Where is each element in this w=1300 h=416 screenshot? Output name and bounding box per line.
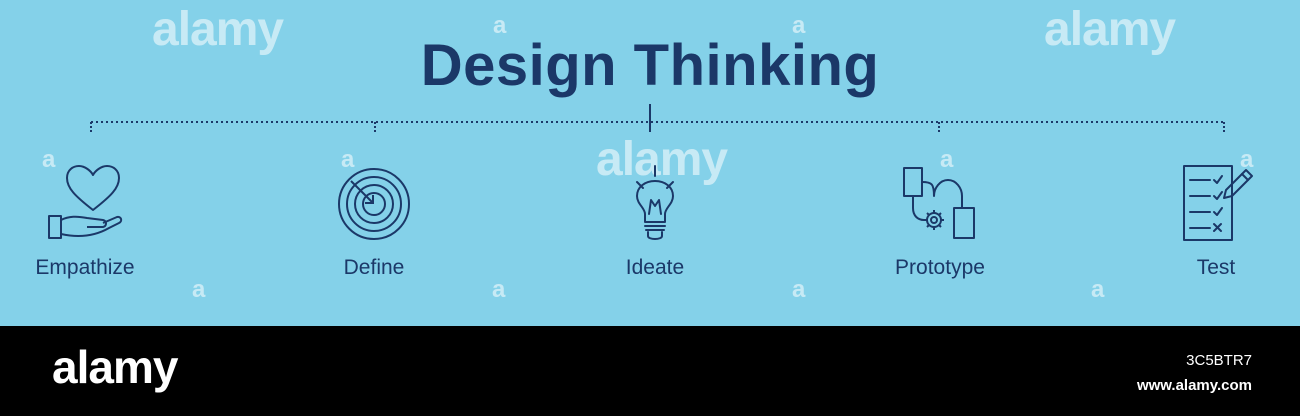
step-empathize: Empathize xyxy=(0,160,175,280)
watermark-letter: a xyxy=(940,146,953,173)
lightbulb-icon xyxy=(636,165,674,240)
watermark: alamy xyxy=(1044,3,1176,56)
target-icon xyxy=(338,168,410,240)
connector-line xyxy=(90,104,1225,134)
watermark-letter: a xyxy=(1240,146,1253,173)
step-prototype: Prototype xyxy=(850,160,1030,280)
watermark-letter: a xyxy=(493,12,506,39)
step-define: Define xyxy=(284,160,464,280)
watermark-letter: a xyxy=(42,146,55,173)
step-ideate: Ideate xyxy=(565,160,745,280)
diagram-panel: alamy alamy alamy a a a a a a a a a a De… xyxy=(0,0,1300,326)
step-label: Test xyxy=(1196,256,1236,279)
diagram-title: Design Thinking xyxy=(420,33,880,98)
step-label: Prototype xyxy=(895,256,985,279)
watermark-letter: a xyxy=(792,276,805,303)
step-label: Ideate xyxy=(625,256,685,279)
prototype-icon xyxy=(903,167,975,239)
heart-hand-icon xyxy=(48,165,123,239)
watermark-letter: a xyxy=(341,146,354,173)
footer-logo: alamy xyxy=(52,341,178,393)
footer-url: www.alamy.com xyxy=(1136,377,1252,394)
step-label: Empathize xyxy=(35,256,135,279)
step-test: Test xyxy=(1126,160,1300,280)
watermark: alamy xyxy=(152,3,284,56)
step-label: Define xyxy=(343,256,405,279)
footer-meta: 3C5BTR7 www.alamy.com xyxy=(1137,352,1252,394)
image-id: 3C5BTR7 xyxy=(1186,352,1252,369)
watermark-letter: a xyxy=(492,276,505,303)
watermark-letter: a xyxy=(792,12,805,39)
watermark-letter: a xyxy=(192,276,205,303)
watermark-letter: a xyxy=(1091,276,1104,303)
checklist-icon xyxy=(1183,165,1253,241)
watermark: alamy xyxy=(596,133,728,186)
